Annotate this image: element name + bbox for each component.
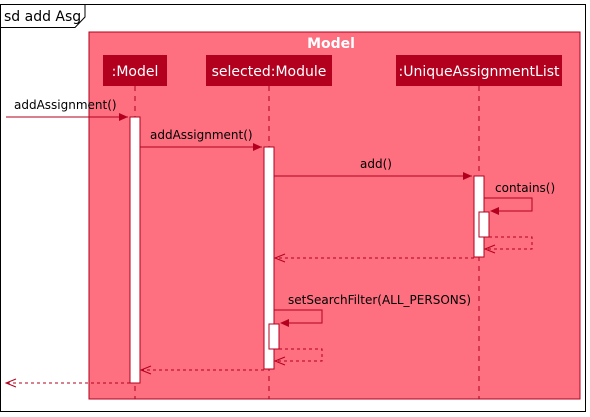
participant-module-label: selected:Module	[212, 64, 327, 80]
participant-module	[206, 55, 332, 86]
frame-label-tab	[0, 4, 86, 28]
participant-model	[103, 55, 167, 86]
message-label: setSearchFilter(ALL_PERSONS)	[288, 293, 471, 307]
participant-model-label: :Model	[112, 64, 159, 80]
model-box-title: Model	[307, 36, 355, 52]
arrowhead	[273, 253, 286, 263]
activation-model	[129, 116, 141, 384]
arrowhead	[119, 113, 128, 121]
arrowhead	[273, 356, 286, 366]
participant-unique-assignment-list	[396, 55, 562, 86]
message-label: addAssignment()	[150, 128, 253, 142]
arrowhead	[280, 319, 289, 327]
return-arrow	[486, 236, 533, 250]
participant-unique-assignment-list-label: :UniqueAssignmentList	[399, 64, 561, 80]
message-arrow	[484, 197, 533, 212]
model-box	[88, 31, 581, 400]
message-label: add()	[360, 157, 392, 171]
activation-unique-assignment-list-nested	[478, 211, 490, 238]
arrowhead	[483, 244, 496, 254]
arrowhead	[4, 378, 17, 388]
frame-label: sd add Asg	[4, 9, 81, 25]
arrowhead	[490, 207, 499, 215]
return-arrow	[276, 348, 323, 362]
activation-module-nested	[268, 323, 280, 350]
arrowhead	[463, 172, 472, 180]
message-label: addAssignment()	[14, 98, 117, 112]
arrowhead	[139, 365, 152, 375]
arrowhead	[253, 143, 262, 151]
message-label: contains()	[495, 181, 555, 195]
message-arrow	[274, 309, 323, 324]
